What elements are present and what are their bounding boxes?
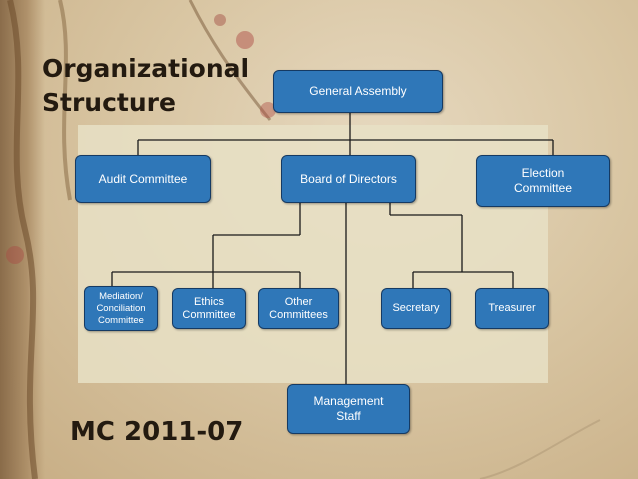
node-label: General Assembly: [309, 84, 407, 98]
node-label: Ethics Committee: [182, 295, 236, 321]
node-general-assembly: General Assembly: [273, 70, 443, 113]
node-other-committees: Other Committees: [258, 288, 339, 329]
slide-footer: MC 2011-07: [70, 417, 244, 447]
node-secretary: Secretary: [381, 288, 451, 329]
node-ethics-committee: Ethics Committee: [172, 288, 246, 329]
node-label: Management Staff: [313, 394, 384, 423]
node-label: Board of Directors: [300, 171, 397, 186]
node-audit-committee: Audit Committee: [75, 155, 211, 203]
node-label: Audit Committee: [98, 171, 188, 186]
node-label: Other Committees: [269, 295, 328, 321]
node-label: Treasurer: [488, 302, 536, 314]
node-label: Secretary: [392, 302, 440, 314]
node-election-committee: Election Committee: [476, 155, 610, 207]
left-decorative-band: [0, 0, 45, 479]
slide-title: Organizational Structure: [42, 54, 250, 117]
node-label: Election Committee: [513, 166, 572, 195]
node-board-of-directors: Board of Directors: [281, 155, 416, 203]
node-management-staff: Management Staff: [287, 384, 410, 434]
node-label: Mediation/ Conciliation Committee: [96, 290, 146, 326]
node-treasurer: Treasurer: [475, 288, 549, 329]
node-mediation-committee: Mediation/ Conciliation Committee: [84, 286, 158, 331]
